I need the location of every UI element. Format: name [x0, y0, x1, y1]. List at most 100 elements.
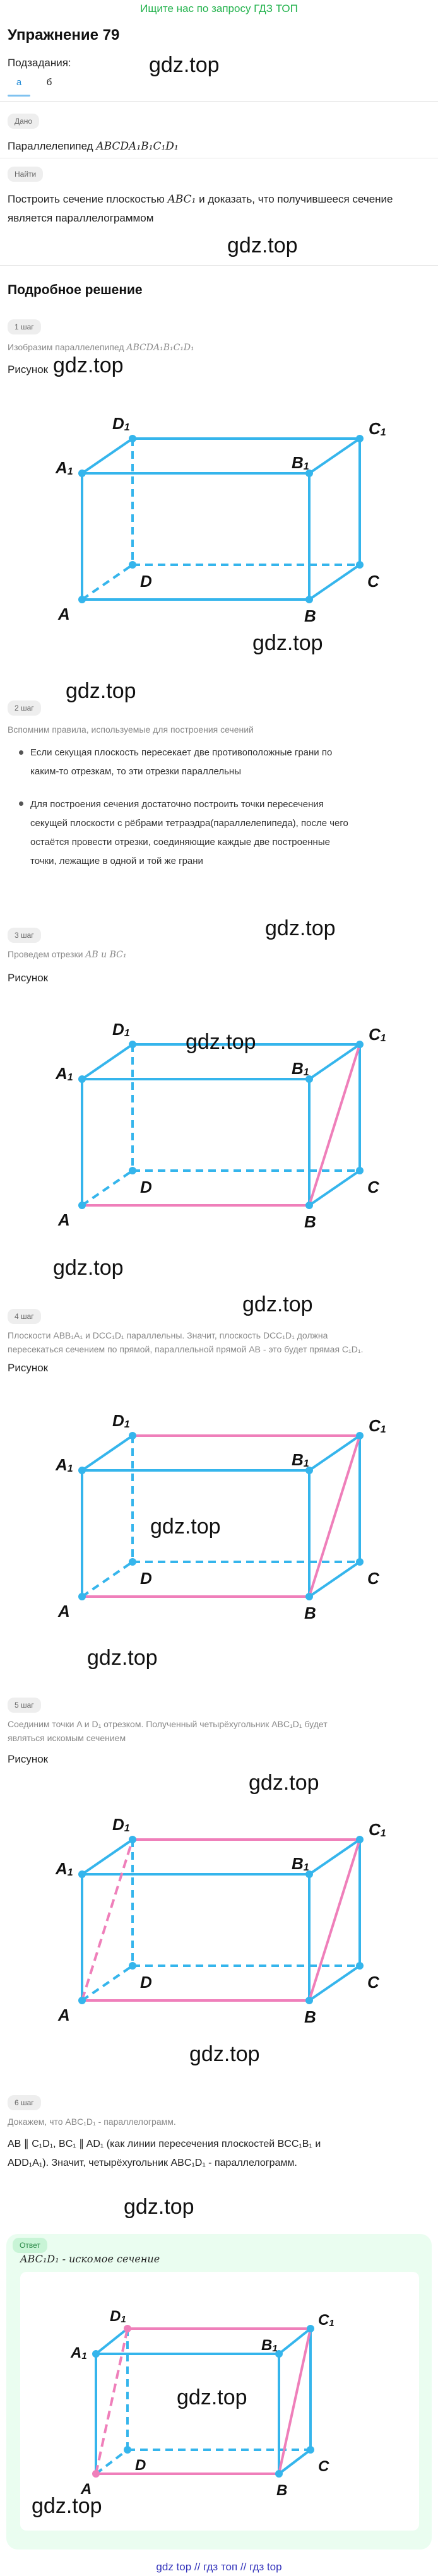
svg-text:B: B: [276, 2482, 287, 2499]
given-text: Параллелепипед ABCDA₁B₁C₁D₁: [8, 140, 179, 153]
svg-text:A1: A1: [55, 1064, 73, 1083]
figure-label: Рисунок: [8, 1753, 49, 1765]
watermark: gdz.top: [87, 1646, 158, 1670]
svg-text:D1: D1: [112, 1815, 130, 1834]
watermark: gdz.top: [249, 1771, 319, 1795]
bullet-dot: [19, 750, 23, 755]
watermark: gdz.top: [227, 233, 298, 257]
edge-A1D1: [81, 437, 134, 475]
step1-chip: 1 шаг: [8, 319, 41, 334]
answer-figure-panel: A1 D1 B1 C1 A D B C gdz.top gdz.top: [20, 2272, 419, 2531]
step5-text-line1: Соединим точки A и D₁ отрезком. Полученн…: [8, 1719, 328, 1729]
svg-text:C1: C1: [369, 1820, 386, 1839]
watermark: gdz.top: [186, 1030, 256, 1054]
figure-4-parallelepiped: A1 D1 B1 C1 A D B C: [55, 1411, 386, 1622]
step2-text: Вспомним правила, используемые для постр…: [8, 724, 254, 735]
svg-text:A: A: [57, 1602, 70, 1621]
bullet-dot: [19, 801, 23, 806]
section-AD1-hidden: [81, 1839, 134, 2001]
watermark: gdz.top: [265, 916, 336, 940]
watermark: gdz.top: [177, 2385, 247, 2409]
answer-text: ABC₁D₁ - искомое сечение: [20, 2253, 160, 2265]
watermark: gdz.top: [150, 1515, 221, 1539]
label-B: B: [304, 606, 316, 625]
figure-label: Рисунок: [8, 972, 49, 984]
svg-text:A1: A1: [55, 1455, 73, 1474]
svg-text:C: C: [318, 2458, 329, 2475]
svg-text:A: A: [57, 1210, 70, 1229]
step2-chip: 2 шаг: [8, 700, 41, 716]
step3-chip: 3 шаг: [8, 928, 41, 943]
watermark: gdz.top: [149, 53, 220, 77]
svg-text:D: D: [140, 1178, 152, 1196]
step3-text: Проведем отрезки AB и BC₁: [8, 949, 127, 960]
svg-text:D1: D1: [112, 1020, 130, 1039]
label-A: A: [57, 605, 70, 623]
rule-2-line3: остаётся провести отрезки, соединяющие к…: [30, 837, 330, 848]
section-BC1: [308, 1044, 361, 1206]
svg-text:B1: B1: [292, 1059, 309, 1078]
rule-2-line2: секущей плоскости с рёбрами тетраэдра(па…: [30, 818, 348, 829]
svg-text:D: D: [140, 1973, 152, 1992]
step4-chip: 4 шаг: [8, 1309, 41, 1324]
svg-text:C1: C1: [318, 2312, 334, 2329]
divider: [0, 265, 438, 266]
step6-text-line3: ADD₁A₁). Значит, четырёхугольник ABC₁D₁ …: [8, 2158, 297, 2168]
edge-B1C1: [308, 437, 361, 475]
watermark: gdz.top: [53, 1256, 124, 1280]
tab-b[interactable]: б: [46, 77, 52, 88]
answer-figure: A1 D1 B1 C1 A D B C: [70, 2308, 334, 2499]
svg-text:B1: B1: [292, 1854, 309, 1873]
step6-text-line2: AB ∥ C₁D₁, BC₁ ∥ AD₁ (как линии пересече…: [8, 2139, 321, 2149]
divider: [0, 101, 438, 102]
svg-text:B1: B1: [261, 2337, 278, 2354]
watermark: gdz.top: [66, 679, 136, 703]
figure-1-parallelepiped: A1 D1 B1 C1 A D B C: [55, 414, 386, 625]
rules-list: Если секущая плоскость пересекает две пр…: [19, 745, 423, 890]
svg-text:C1: C1: [369, 1416, 386, 1435]
rule-2-line4: точки, лежащие в одной и той же грани: [30, 856, 203, 866]
edges: [81, 1043, 361, 1207]
svg-text:C: C: [367, 1569, 380, 1588]
watermark: gdz.top: [189, 2042, 260, 2066]
tab-a[interactable]: а: [16, 77, 22, 88]
figure-label: Рисунок: [8, 1362, 49, 1374]
svg-text:C: C: [367, 1973, 380, 1992]
watermark: gdz.top: [252, 631, 323, 655]
watermark: gdz.top: [242, 1292, 313, 1316]
find-chip: Найти: [8, 167, 44, 182]
svg-text:D: D: [135, 2457, 146, 2474]
label-B1: B1: [292, 453, 309, 472]
step5-chip: 5 шаг: [8, 1698, 41, 1713]
given-chip: Дано: [8, 114, 40, 129]
step6-chip: 6 шаг: [8, 2095, 41, 2110]
section-edges: [82, 1044, 361, 1207]
rule-1-line2: каким-то отрезкам, то эти отрезки паралл…: [30, 766, 241, 777]
rule-2-line1: Для построения сечения достаточно постро…: [30, 799, 324, 810]
svg-text:B: B: [304, 1212, 316, 1231]
svg-text:D: D: [140, 1569, 152, 1588]
svg-text:C: C: [367, 1178, 380, 1196]
svg-text:A1: A1: [70, 2344, 87, 2361]
answer-card: Ответ ABC₁D₁ - искомое сечение: [6, 2234, 432, 2549]
subtasks-label: Подзадания:: [8, 57, 71, 69]
edge-AD-hidden: [81, 564, 134, 601]
step1-text: Изобразим параллелепипед ABCDA₁B₁C₁D₁: [8, 342, 194, 353]
svg-text:D1: D1: [110, 2308, 126, 2325]
svg-text:B: B: [304, 1604, 316, 1622]
label-C1: C1: [369, 419, 386, 438]
svg-text:B1: B1: [292, 1450, 309, 1469]
figure-5-parallelepiped: A1 D1 B1 C1 A D B C: [55, 1815, 386, 2026]
rule-1-line1: Если секущая плоскость пересекает две пр…: [30, 747, 333, 758]
step4-text-line1: Плоскости ABB₁A₁ и DCC₁D₁ параллельны. З…: [8, 1330, 328, 1340]
label-C: C: [367, 572, 380, 591]
svg-text:C1: C1: [369, 1025, 386, 1044]
footer-links[interactable]: gdz top // гдз топ // гдз top: [156, 2561, 282, 2573]
search-hint-link[interactable]: Ищите нас по запросу ГДЗ ТОП: [140, 3, 298, 15]
svg-text:A: A: [57, 2006, 70, 2024]
watermark: gdz.top: [53, 353, 124, 377]
step5-text-line2: являться искомым сечением: [8, 1733, 126, 1743]
svg-text:B: B: [304, 2007, 316, 2026]
label-D1: D1: [112, 414, 130, 433]
figure-3-parallelepiped: A1 D1 B1 C1 A D B C: [55, 1020, 386, 1231]
